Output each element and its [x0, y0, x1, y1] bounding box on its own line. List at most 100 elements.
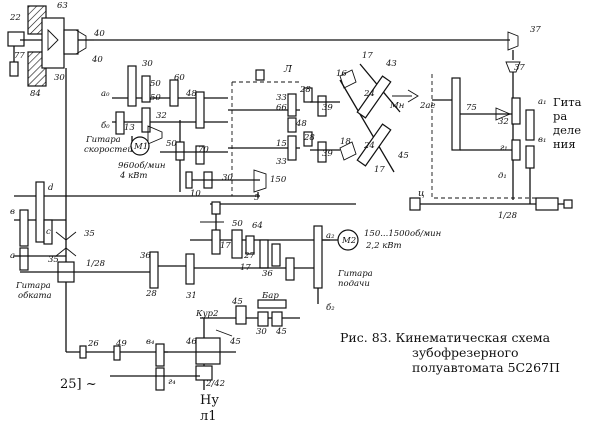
table-gear-84 — [41, 17, 65, 69]
bevel-32a — [147, 125, 163, 145]
label-60: 60 — [174, 73, 185, 83]
label-45c: 45 — [275, 327, 287, 337]
table-worm — [47, 28, 59, 52]
label-37a: 37 — [530, 25, 541, 35]
gear-50a — [141, 75, 151, 103]
label-36b: 36 — [262, 269, 273, 279]
worm-22 — [7, 31, 25, 47]
feed-clutch — [211, 201, 221, 215]
label-30a: 30 — [54, 73, 65, 83]
gear-g4 — [155, 367, 165, 391]
label-24b: 24 — [363, 141, 375, 151]
gear-10 — [185, 171, 193, 189]
gear-v4 — [155, 343, 165, 367]
label-45d: 45 — [229, 337, 241, 347]
bevel-16a — [339, 69, 357, 89]
label-33a: 33 — [276, 93, 287, 103]
label-24a: 24 — [363, 89, 375, 99]
label-13: 13 — [124, 123, 135, 133]
label-Mn: Мн — [389, 101, 404, 111]
label-22: 22 — [9, 13, 21, 23]
label-v4: в₄ — [146, 337, 155, 347]
label-26: 26 — [87, 339, 99, 349]
label-27: 27 — [243, 251, 255, 261]
label-46: 46 — [185, 337, 197, 347]
label-a0: а₀ — [101, 89, 110, 99]
label-17b: 17 — [374, 165, 385, 175]
label-50a: 50 — [150, 79, 161, 89]
gear-c — [43, 219, 53, 245]
gear-d — [35, 181, 45, 243]
label-49: 49 — [115, 339, 127, 349]
label-v1: в₁ — [538, 135, 546, 145]
gear-60 — [169, 79, 179, 107]
gear-36a — [149, 251, 159, 289]
label-17a: 17 — [362, 51, 373, 61]
label-84: 84 — [30, 89, 41, 99]
label-kur2: Кур2 — [195, 309, 218, 319]
gear-a2-b2 — [313, 225, 323, 289]
label-L: Л — [283, 64, 293, 75]
gear-39b — [317, 141, 327, 163]
gear-36b — [285, 257, 295, 281]
bevel-32b — [495, 107, 512, 121]
label-43: 43 — [385, 59, 397, 69]
hob-cutter-lower — [356, 123, 392, 167]
label-63: 63 — [57, 1, 68, 11]
gear-31 — [185, 253, 195, 285]
gear-30b — [127, 65, 137, 107]
bottom-left-block — [66, 343, 200, 391]
label-a1: a₁ — [538, 97, 546, 107]
label-48b: 48 — [295, 119, 307, 129]
label-75: 75 — [466, 103, 477, 113]
gear-26 — [79, 345, 87, 359]
gear-70 — [195, 145, 205, 165]
gear-45c — [271, 311, 283, 327]
label-v: в — [10, 207, 15, 217]
label-b0: б₀ — [101, 120, 110, 131]
gear-64 — [231, 229, 243, 259]
label-50c: 50 — [166, 139, 177, 149]
feed-box-block — [185, 201, 359, 304]
bevel-35a — [55, 231, 77, 241]
gear-a — [19, 247, 29, 271]
gear-v — [19, 209, 29, 247]
label-18: 18 — [340, 137, 351, 147]
gear-33a — [287, 93, 297, 117]
gear-17d — [271, 243, 281, 267]
label-d1: д₁ — [498, 171, 507, 181]
label-45a: 45 — [397, 151, 409, 161]
gear-28b — [303, 131, 313, 147]
hob-slide-outline — [231, 81, 300, 196]
label-30c: 30 — [222, 173, 233, 183]
bevel-37a — [507, 31, 519, 51]
label-g1: г₁ — [500, 143, 508, 153]
worm-stop — [9, 61, 19, 77]
motor-m1-symbol: М1 — [133, 142, 148, 152]
gear-17c — [259, 239, 269, 269]
gear-48 — [195, 91, 205, 129]
gear-45b — [235, 305, 247, 325]
feed-guitar-line2: подачи — [338, 279, 370, 289]
motor-m2-rpm: 150...1500об/мин — [364, 228, 441, 239]
label-30d: 30 — [256, 327, 267, 337]
label-32b: 32 — [498, 117, 509, 127]
label-37b: 37 — [514, 63, 525, 73]
label-28b: 28 — [303, 133, 315, 143]
label-10: 10 — [190, 189, 201, 199]
fragment-l1: л1 — [200, 409, 217, 422]
label-2-42: 2/42 — [205, 379, 225, 389]
gear-28a — [303, 87, 313, 103]
gear-30d — [257, 311, 269, 327]
label-50b: 50 — [150, 93, 161, 103]
label-66: 66 — [276, 103, 287, 113]
label-39b: 39 — [322, 149, 333, 159]
feed-guitar-line1: Гитара — [337, 269, 373, 279]
speed-guitar-line1: Гитара — [85, 135, 121, 145]
label-28c: 28 — [145, 289, 157, 299]
gear-13 — [115, 111, 125, 135]
label-33b: 33 — [276, 157, 287, 167]
gear-50c — [175, 141, 185, 161]
bevel-150 — [253, 169, 267, 193]
label-17d: 17 — [240, 263, 251, 273]
